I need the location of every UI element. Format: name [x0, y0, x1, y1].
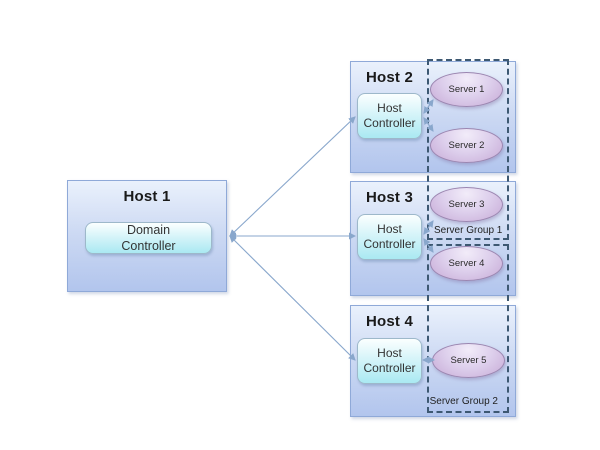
- domain-controller-label: Domain Controller: [121, 223, 176, 253]
- server-4-label: Server 4: [448, 258, 485, 269]
- server-2-ellipse: Server 2: [430, 128, 503, 163]
- server-2-label: Server 2: [448, 140, 485, 151]
- server-4-ellipse: Server 4: [430, 246, 503, 281]
- host-2-title: Host 2: [366, 69, 414, 86]
- host-4-controller-box: Host Controller: [357, 338, 422, 384]
- server-group-2-label: Server Group 2: [429, 396, 498, 407]
- server-3-ellipse: Server 3: [430, 187, 503, 222]
- server-3-label: Server 3: [448, 199, 485, 210]
- host-1-title: Host 1: [123, 188, 171, 205]
- connector-dc-host2: [229, 116, 356, 237]
- server-5-ellipse: Server 5: [432, 343, 505, 378]
- host-3-controller-label: Host Controller: [363, 221, 416, 251]
- server-1-ellipse: Server 1: [430, 72, 503, 107]
- connector-dc-host4: [229, 235, 356, 361]
- server-group-2-box: Server Group 2: [427, 244, 509, 413]
- host-2-controller-label: Host Controller: [363, 100, 416, 130]
- server-group-1-label: Server Group 1: [434, 225, 503, 236]
- host-4-title: Host 4: [366, 313, 414, 330]
- host-3-controller-box: Host Controller: [357, 214, 422, 260]
- server-group-1-box: Server Group 1: [427, 59, 509, 240]
- host-2-controller-box: Host Controller: [357, 93, 422, 139]
- server-5-label: Server 5: [450, 355, 487, 366]
- host-3-title: Host 3: [366, 189, 414, 206]
- server-1-label: Server 1: [448, 84, 485, 95]
- host-4-controller-label: Host Controller: [363, 345, 416, 375]
- domain-controller-box: Domain Controller: [85, 222, 212, 254]
